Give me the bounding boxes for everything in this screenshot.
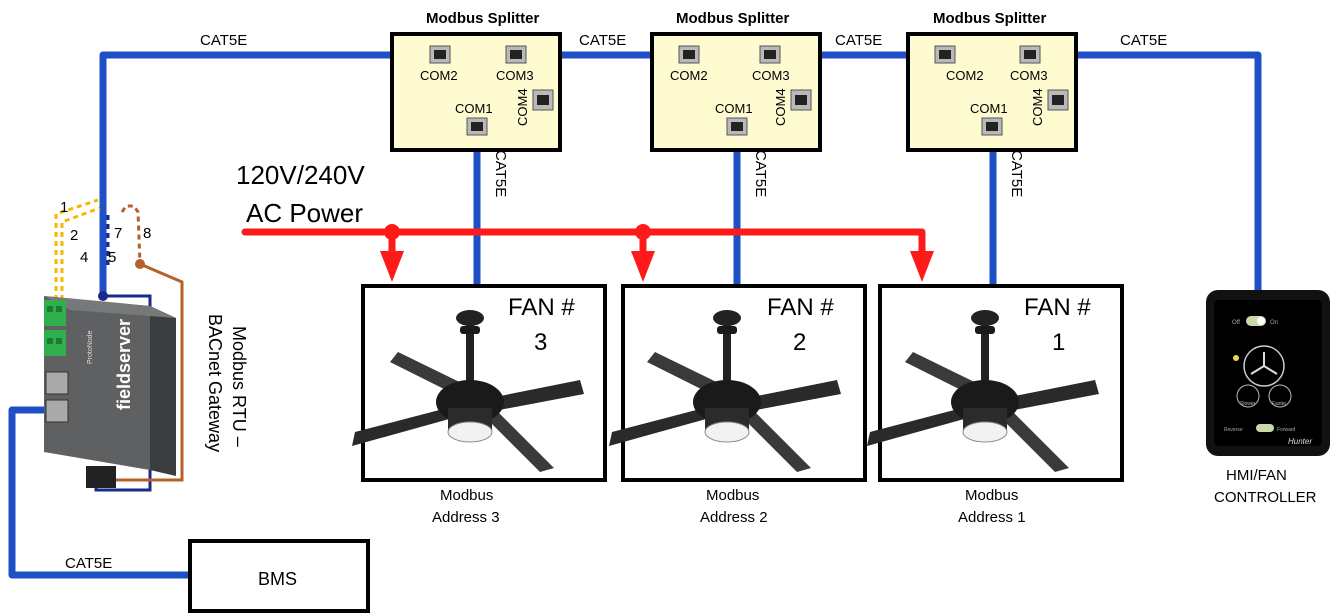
fan-number: 1 — [1052, 329, 1065, 356]
port-label-com1: COM1 — [970, 101, 1008, 116]
port-label-com4: COM4 — [515, 88, 530, 126]
port-label-com2: COM2 — [946, 68, 984, 83]
port-label-com4: COM4 — [773, 88, 788, 126]
wire-number: 5 — [108, 249, 116, 266]
power-arrow-fan1 — [910, 251, 934, 282]
splitter-title: Modbus Splitter — [676, 10, 789, 27]
rj45-port-icon — [532, 89, 554, 111]
hmi-fan-controller: Off On Slower Faster Reverse Forward Hun… — [1206, 290, 1330, 456]
gateway-label-line1: Modbus RTU – — [229, 326, 249, 447]
power-arrow-fan2 — [631, 251, 655, 282]
cable-gateway-to-bms — [8, 406, 194, 579]
ac-power-line — [241, 224, 934, 282]
modbus-address-line2: Address 1 — [958, 509, 1026, 526]
fan-1: FAN # 1 Modbus Address 1 — [866, 284, 1124, 526]
cable-label: CAT5E — [492, 150, 509, 197]
cable-label: CAT5E — [1008, 150, 1025, 197]
gateway-brand: fieldserver — [114, 319, 134, 410]
hmi-brand: Hunter — [1288, 437, 1312, 446]
fan-3: FAN # 3 Modbus Address 3 — [351, 284, 607, 526]
bms-box: BMS — [188, 539, 370, 613]
power-label-voltage: 120V/240V — [236, 160, 365, 190]
hmi-on-label: On — [1270, 320, 1278, 326]
rj45-port-icon — [726, 117, 748, 136]
hmi-off-label: Off — [1232, 320, 1240, 326]
fan-label: FAN # — [1024, 294, 1091, 321]
cable-label: CAT5E — [1120, 32, 1167, 49]
fan-number: 2 — [793, 329, 806, 356]
rj45-port-icon — [1019, 45, 1041, 64]
rj45-port-icon — [981, 117, 1003, 136]
wire-number: 8 — [143, 225, 151, 242]
wire-number: 7 — [114, 225, 122, 242]
cable-label: CAT5E — [200, 32, 247, 49]
port-label-com2: COM2 — [420, 68, 458, 83]
modbus-address-line1: Modbus — [965, 487, 1018, 504]
splitter-title: Modbus Splitter — [933, 10, 1046, 27]
modbus-address-line2: Address 2 — [700, 509, 768, 526]
hmi-label-line2: CONTROLLER — [1214, 489, 1317, 506]
rj45-port-icon — [678, 45, 700, 64]
wire-number: 1 — [60, 199, 68, 216]
port-label-com4: COM4 — [1030, 88, 1045, 126]
rj45-port-icon — [429, 45, 451, 64]
modbus-address-line1: Modbus — [706, 487, 759, 504]
port-label-com3: COM3 — [496, 68, 534, 83]
fan-2: FAN # 2 Modbus Address 2 — [608, 284, 867, 526]
modbus-address-line1: Modbus — [440, 487, 493, 504]
modbus-address-line2: Address 3 — [432, 509, 500, 526]
wire-number: 2 — [70, 227, 78, 244]
rj45-port-icon — [934, 45, 956, 64]
fan-number: 3 — [534, 329, 547, 356]
port-label-com1: COM1 — [455, 101, 493, 116]
cable-label: CAT5E — [835, 32, 882, 49]
power-label-ac: AC Power — [246, 198, 363, 228]
modbus-splitter-3: Modbus Splitter COM2 COM3 COM4 COM1 — [906, 10, 1078, 152]
bms-label: BMS — [258, 569, 297, 589]
cable-label: CAT5E — [752, 150, 769, 197]
gateway-label-line2: BACnet Gateway — [205, 314, 225, 452]
rj45-port-icon — [1047, 89, 1069, 111]
splitter-title: Modbus Splitter — [426, 10, 539, 27]
port-label-com2: COM2 — [670, 68, 708, 83]
hmi-faster-label: Faster — [1272, 401, 1287, 407]
wire-number: 4 — [80, 249, 88, 266]
modbus-splitter-1: Modbus Splitter COM2 COM3 COM4 COM1 — [390, 10, 562, 152]
fan-blades-icon — [1250, 352, 1278, 375]
hmi-forward-label: Forward — [1277, 427, 1296, 433]
cable-label: CAT5E — [65, 555, 112, 572]
rj45-port-icon — [466, 117, 488, 136]
power-arrow-fan3 — [380, 251, 404, 282]
port-label-com3: COM3 — [1010, 68, 1048, 83]
hmi-label-line1: HMI/FAN — [1226, 467, 1287, 484]
rj45-port-icon — [505, 45, 527, 64]
hmi-slower-label: Slower — [1240, 401, 1256, 407]
port-label-com3: COM3 — [752, 68, 790, 83]
wire-joint — [98, 291, 108, 301]
fan-label: FAN # — [767, 294, 834, 321]
modbus-splitter-2: Modbus Splitter COM2 COM3 COM4 COM1 — [650, 10, 822, 152]
protonode-gateway: fieldserver ProtoNode — [44, 296, 176, 488]
gateway-model: ProtoNode — [87, 330, 94, 364]
cable-label: CAT5E — [579, 32, 626, 49]
wire-joint — [135, 259, 145, 269]
hmi-reverse-label: Reverse — [1224, 427, 1243, 433]
rj45-port-icon — [759, 45, 781, 64]
port-label-com1: COM1 — [715, 101, 753, 116]
rj45-port-icon — [790, 89, 812, 111]
fan-label: FAN # — [508, 294, 575, 321]
